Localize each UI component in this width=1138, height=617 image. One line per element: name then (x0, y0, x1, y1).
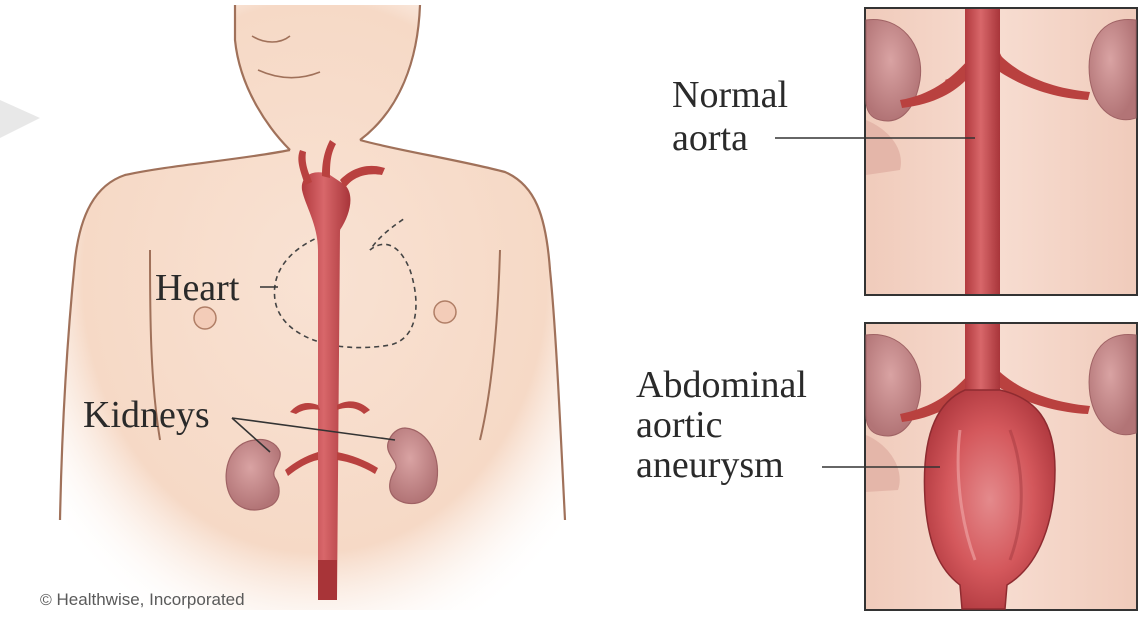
aneurysm-label-line3: aneurysm (636, 445, 784, 485)
kidneys-label: Kidneys (83, 395, 210, 435)
aneurysm-label-line2: aortic (636, 405, 723, 445)
copyright-symbol: © (40, 592, 52, 609)
aneurysm-label-line1: Abdominal (636, 365, 807, 405)
heart-label: Heart (155, 268, 239, 308)
normal-aorta-label-line1: Normal (672, 75, 788, 115)
watermark-shape (0, 100, 40, 138)
copyright-text: Healthwise, Incorporated (57, 590, 245, 609)
normal-aorta-panel (865, 8, 1137, 295)
torso (60, 5, 570, 610)
normal-aorta-label-line2: aorta (672, 118, 748, 158)
copyright-notice: © Healthwise, Incorporated (40, 590, 245, 610)
